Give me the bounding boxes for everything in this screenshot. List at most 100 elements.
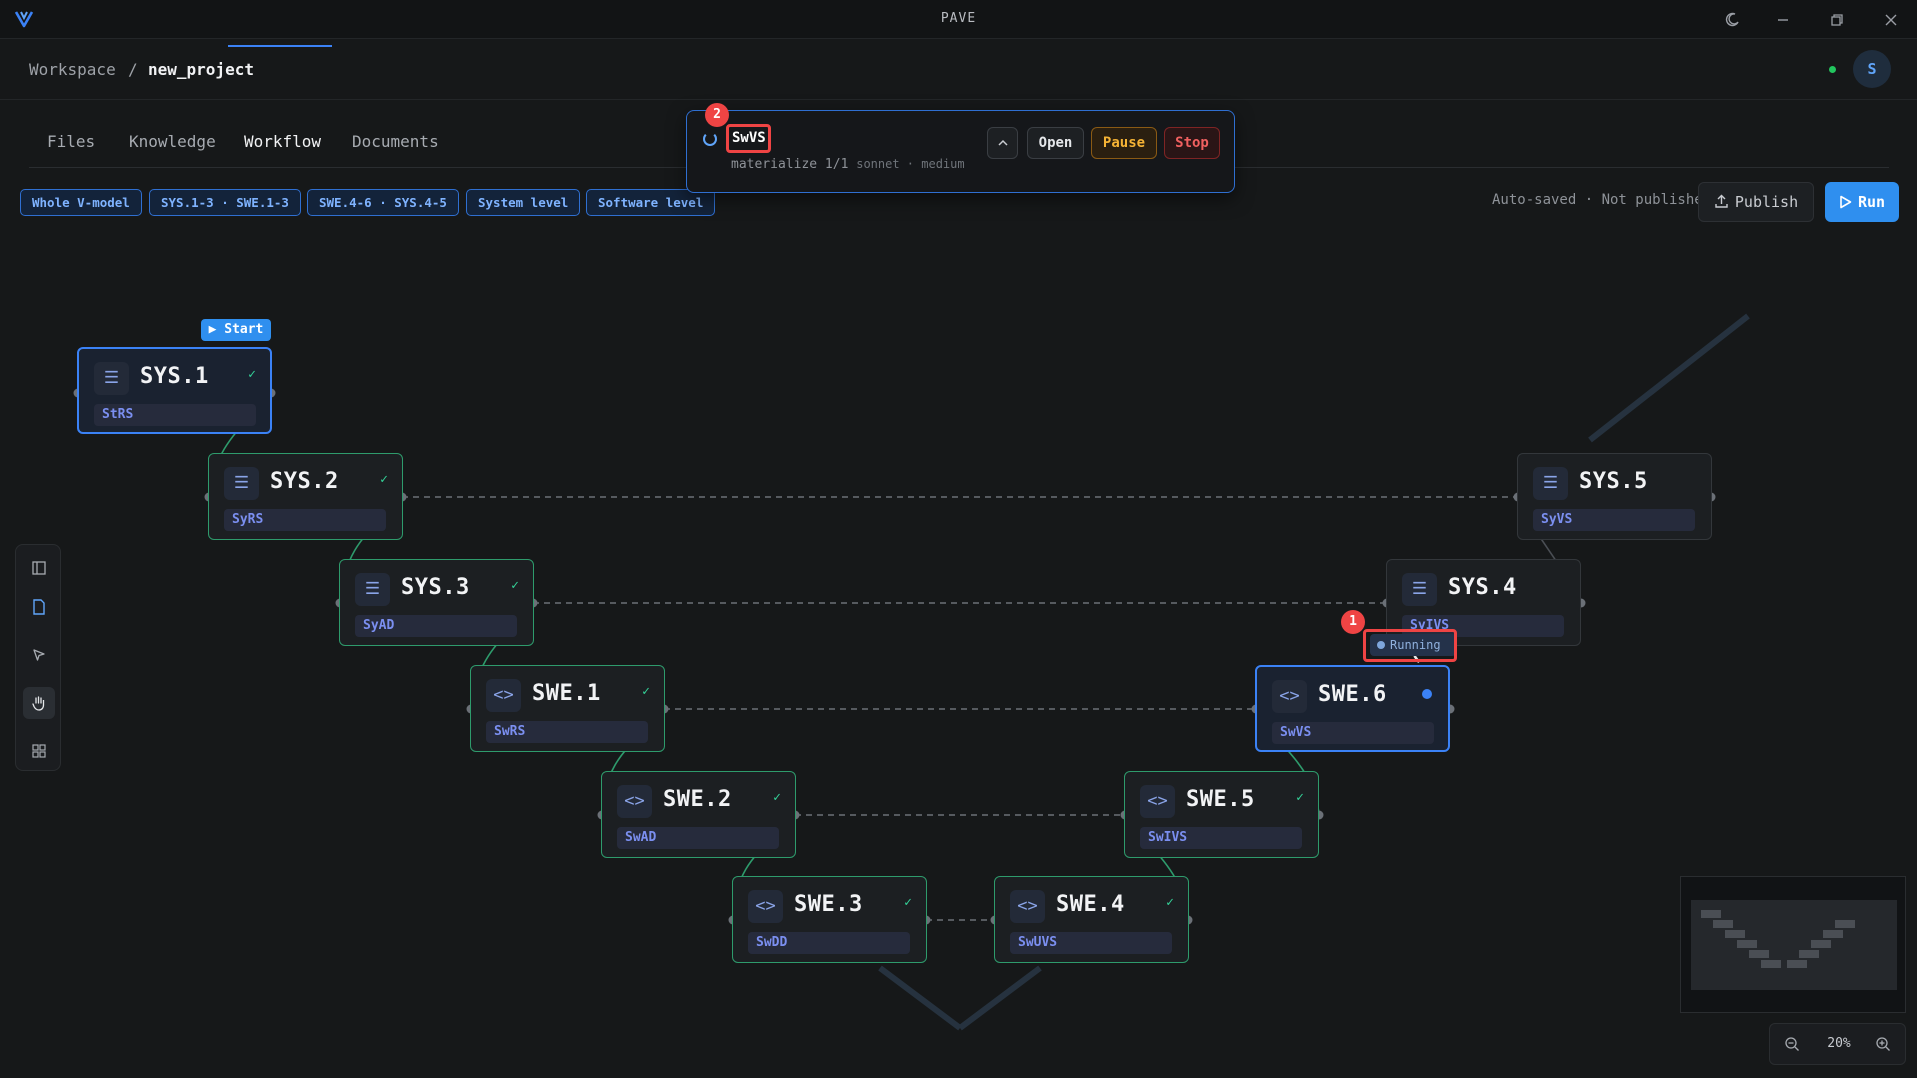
- node-sys5[interactable]: ☰ SYS.5 SyVS: [1517, 453, 1712, 540]
- running-indicator: [1422, 689, 1432, 699]
- minimap[interactable]: [1680, 876, 1906, 1013]
- filter-right-branch[interactable]: SWE.4-6 · SYS.4-5: [307, 189, 459, 216]
- node-artifact: SwRS: [486, 721, 648, 743]
- running-tag: Running: [1370, 634, 1456, 656]
- code-icon: <>: [748, 890, 783, 923]
- publish-button[interactable]: Publish: [1698, 182, 1814, 222]
- breadcrumb-project: new_project: [148, 60, 254, 79]
- user-avatar[interactable]: S: [1853, 50, 1891, 88]
- popover-task: materialize 1/1: [731, 157, 849, 172]
- tab-knowledge[interactable]: Knowledge: [129, 132, 216, 151]
- grid-layout-icon[interactable]: [23, 735, 55, 767]
- close-icon[interactable]: [1878, 8, 1904, 32]
- start-badge-label: Start: [224, 322, 264, 337]
- node-title: SWE.3: [794, 892, 863, 917]
- annotation-marker-2: 2: [705, 103, 729, 127]
- node-artifact: SwIVS: [1140, 827, 1302, 849]
- node-swe3[interactable]: <> SWE.3 ✓ SwDD: [732, 876, 927, 963]
- zoom-out-icon[interactable]: [1781, 1033, 1803, 1055]
- save-status: Auto-saved · Not published: [1492, 192, 1712, 208]
- popover-model: sonnet · medium: [856, 157, 965, 171]
- theme-toggle-moon-icon[interactable]: [1719, 8, 1745, 32]
- run-button[interactable]: Run: [1825, 182, 1899, 222]
- upload-icon: [1715, 194, 1728, 208]
- node-artifact: SyAD: [355, 615, 517, 637]
- minimap-nodes: [1701, 910, 1855, 968]
- zoom-in-icon[interactable]: [1872, 1033, 1894, 1055]
- check-icon: ✓: [248, 367, 256, 382]
- filter-whole-v-model[interactable]: Whole V-model: [20, 189, 142, 216]
- chevron-up-icon: [997, 139, 1008, 146]
- layers-icon: ☰: [355, 573, 390, 606]
- check-icon: ✓: [904, 895, 912, 910]
- node-title: SWE.5: [1186, 787, 1255, 812]
- node-title: SYS.5: [1579, 469, 1648, 494]
- stop-button[interactable]: Stop: [1164, 127, 1220, 159]
- node-artifact: SwDD: [748, 932, 910, 954]
- edge-layer: [73, 313, 1750, 1031]
- node-sys2[interactable]: ☰ SYS.2 ✓ SyRS: [208, 453, 403, 540]
- minimap-viewport: [1691, 900, 1897, 990]
- node-artifact: SwAD: [617, 827, 779, 849]
- node-artifact: StRS: [94, 404, 256, 426]
- run-label: Run: [1857, 193, 1886, 211]
- check-icon: ✓: [773, 790, 781, 805]
- app-logo-icon: [14, 11, 34, 28]
- node-title: SYS.3: [401, 575, 470, 600]
- code-icon: <>: [617, 785, 652, 818]
- filter-software-level[interactable]: Software level: [586, 189, 716, 216]
- node-artifact: SwUVS: [1010, 932, 1172, 954]
- check-icon: ✓: [642, 684, 650, 699]
- hand-pan-icon[interactable]: [23, 687, 55, 719]
- workflow-canvas[interactable]: ▶ Start ☰ SYS.1 ✓ StRS ☰ SYS.2 ✓ SyRS ☰ …: [0, 230, 1917, 1078]
- run-status-popover: SwVS 2 materialize 1/1 sonnet · medium O…: [686, 103, 1235, 193]
- check-icon: ✓: [1296, 790, 1304, 805]
- node-artifact: SyVS: [1533, 509, 1695, 531]
- tab-documents[interactable]: Documents: [352, 132, 439, 151]
- filter-system-level[interactable]: System level: [466, 189, 581, 216]
- document-icon[interactable]: [23, 591, 55, 623]
- select-pointer-icon[interactable]: [23, 639, 55, 671]
- check-icon: ✓: [1166, 895, 1174, 910]
- layers-icon: ☰: [1533, 467, 1568, 500]
- collapse-button[interactable]: [987, 127, 1018, 159]
- layers-icon: ☰: [224, 467, 259, 500]
- publish-label: Publish: [1734, 193, 1799, 211]
- open-button[interactable]: Open: [1027, 127, 1084, 159]
- restore-icon[interactable]: [1824, 8, 1850, 32]
- header: Workspace / new_project S: [0, 40, 1917, 100]
- node-sys1[interactable]: ☰ SYS.1 ✓ StRS: [77, 347, 272, 434]
- node-swe4[interactable]: <> SWE.4 ✓ SwUVS: [994, 876, 1189, 963]
- node-title: SWE.2: [663, 787, 732, 812]
- node-artifact: SwVS: [1272, 722, 1434, 744]
- app-title: PAVE: [940, 11, 977, 26]
- node-swe5[interactable]: <> SWE.5 ✓ SwIVS: [1124, 771, 1319, 858]
- code-icon: <>: [1010, 890, 1045, 923]
- play-icon: [1840, 195, 1852, 209]
- breadcrumb-workspace[interactable]: Workspace: [29, 60, 116, 79]
- title-bar: PAVE: [0, 0, 1917, 39]
- node-swe6[interactable]: <> SWE.6 SwVS: [1255, 665, 1450, 752]
- node-sys3[interactable]: ☰ SYS.3 ✓ SyAD: [339, 559, 534, 646]
- code-icon: <>: [1140, 785, 1175, 818]
- node-swe1[interactable]: <> SWE.1 ✓ SwRS: [470, 665, 665, 752]
- zoom-controls: 20%: [1769, 1023, 1906, 1065]
- minimize-icon[interactable]: [1770, 8, 1796, 32]
- tab-files[interactable]: Files: [47, 132, 96, 151]
- pause-button[interactable]: Pause: [1091, 127, 1157, 159]
- tab-workflow[interactable]: Workflow: [244, 132, 322, 151]
- panel-toggle-icon[interactable]: [23, 552, 55, 584]
- layers-icon: ☰: [94, 362, 129, 395]
- spinner-icon: [703, 132, 717, 146]
- check-icon: ✓: [380, 472, 388, 487]
- node-title: SWE.1: [532, 681, 601, 706]
- annotation-marker-1: 1: [1341, 610, 1365, 634]
- zoom-level: 20%: [1827, 1036, 1851, 1051]
- code-icon: <>: [486, 679, 521, 712]
- online-status-dot: [1829, 66, 1836, 73]
- node-artifact: SyRS: [224, 509, 386, 531]
- code-icon: <>: [1272, 680, 1307, 713]
- filter-left-branch[interactable]: SYS.1-3 · SWE.1-3: [149, 189, 301, 216]
- annotation-highlight-2: [726, 124, 771, 153]
- node-swe2[interactable]: <> SWE.2 ✓ SwAD: [601, 771, 796, 858]
